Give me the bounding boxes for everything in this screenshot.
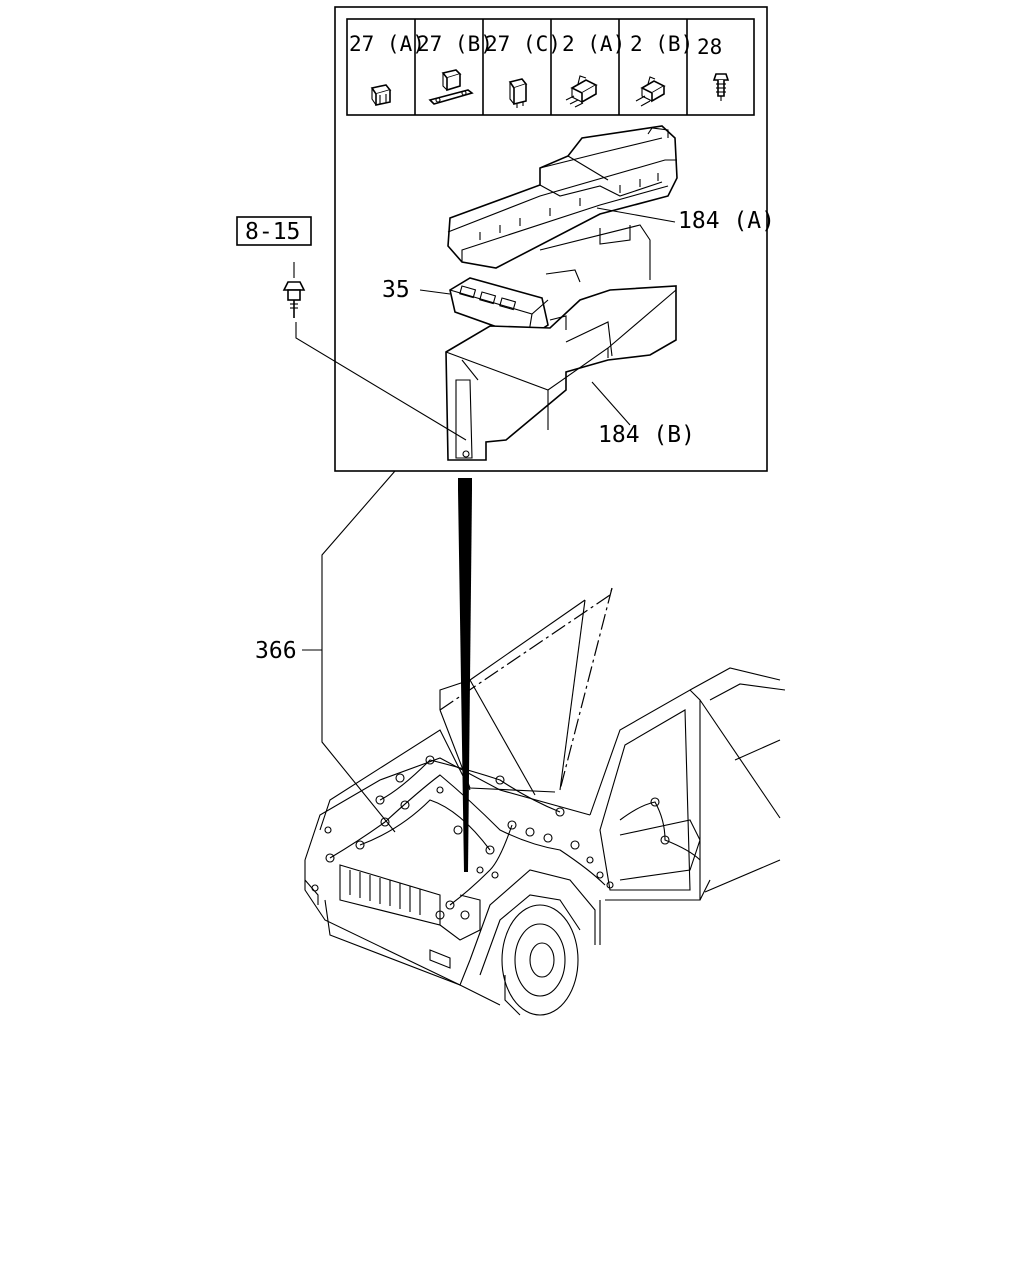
parts-table: 27 (A) 27 (B) 27 (C) 2 (A) 2 (B) 28 xyxy=(346,18,755,116)
callout-35: 35 xyxy=(382,277,410,303)
relay-box-base xyxy=(445,224,677,461)
relay-2a-icon xyxy=(565,75,598,108)
relay-box-cover xyxy=(447,125,678,269)
callout-184b: 184 (B) xyxy=(598,422,695,448)
table-header-2a: 2 (A) xyxy=(562,32,625,56)
wheel-icon xyxy=(501,904,579,1016)
table-header-2b: 2 (B) xyxy=(630,32,693,56)
location-pointer xyxy=(458,478,472,872)
table-header-27b: 27 (B) xyxy=(417,32,493,56)
callout-184a: 184 (A) xyxy=(678,208,775,234)
fuse-27b-icon xyxy=(428,69,474,105)
table-header-27c: 27 (C) xyxy=(485,32,561,56)
table-header-28: 28 xyxy=(697,35,722,59)
vehicle-drawing xyxy=(304,587,786,1016)
fuse-block xyxy=(449,277,549,339)
detail-frame xyxy=(334,6,768,472)
fuse-27c-icon xyxy=(508,78,528,108)
reference-box xyxy=(236,216,312,246)
callout-366: 366 xyxy=(255,638,297,664)
bolt-icon xyxy=(282,281,306,318)
reference-label: 8-15 xyxy=(245,219,300,245)
fuse-27a-icon xyxy=(370,84,392,106)
clip-28-icon xyxy=(712,73,730,101)
table-header-27a: 27 (A) xyxy=(349,32,425,56)
relay-2b-icon xyxy=(635,76,666,107)
